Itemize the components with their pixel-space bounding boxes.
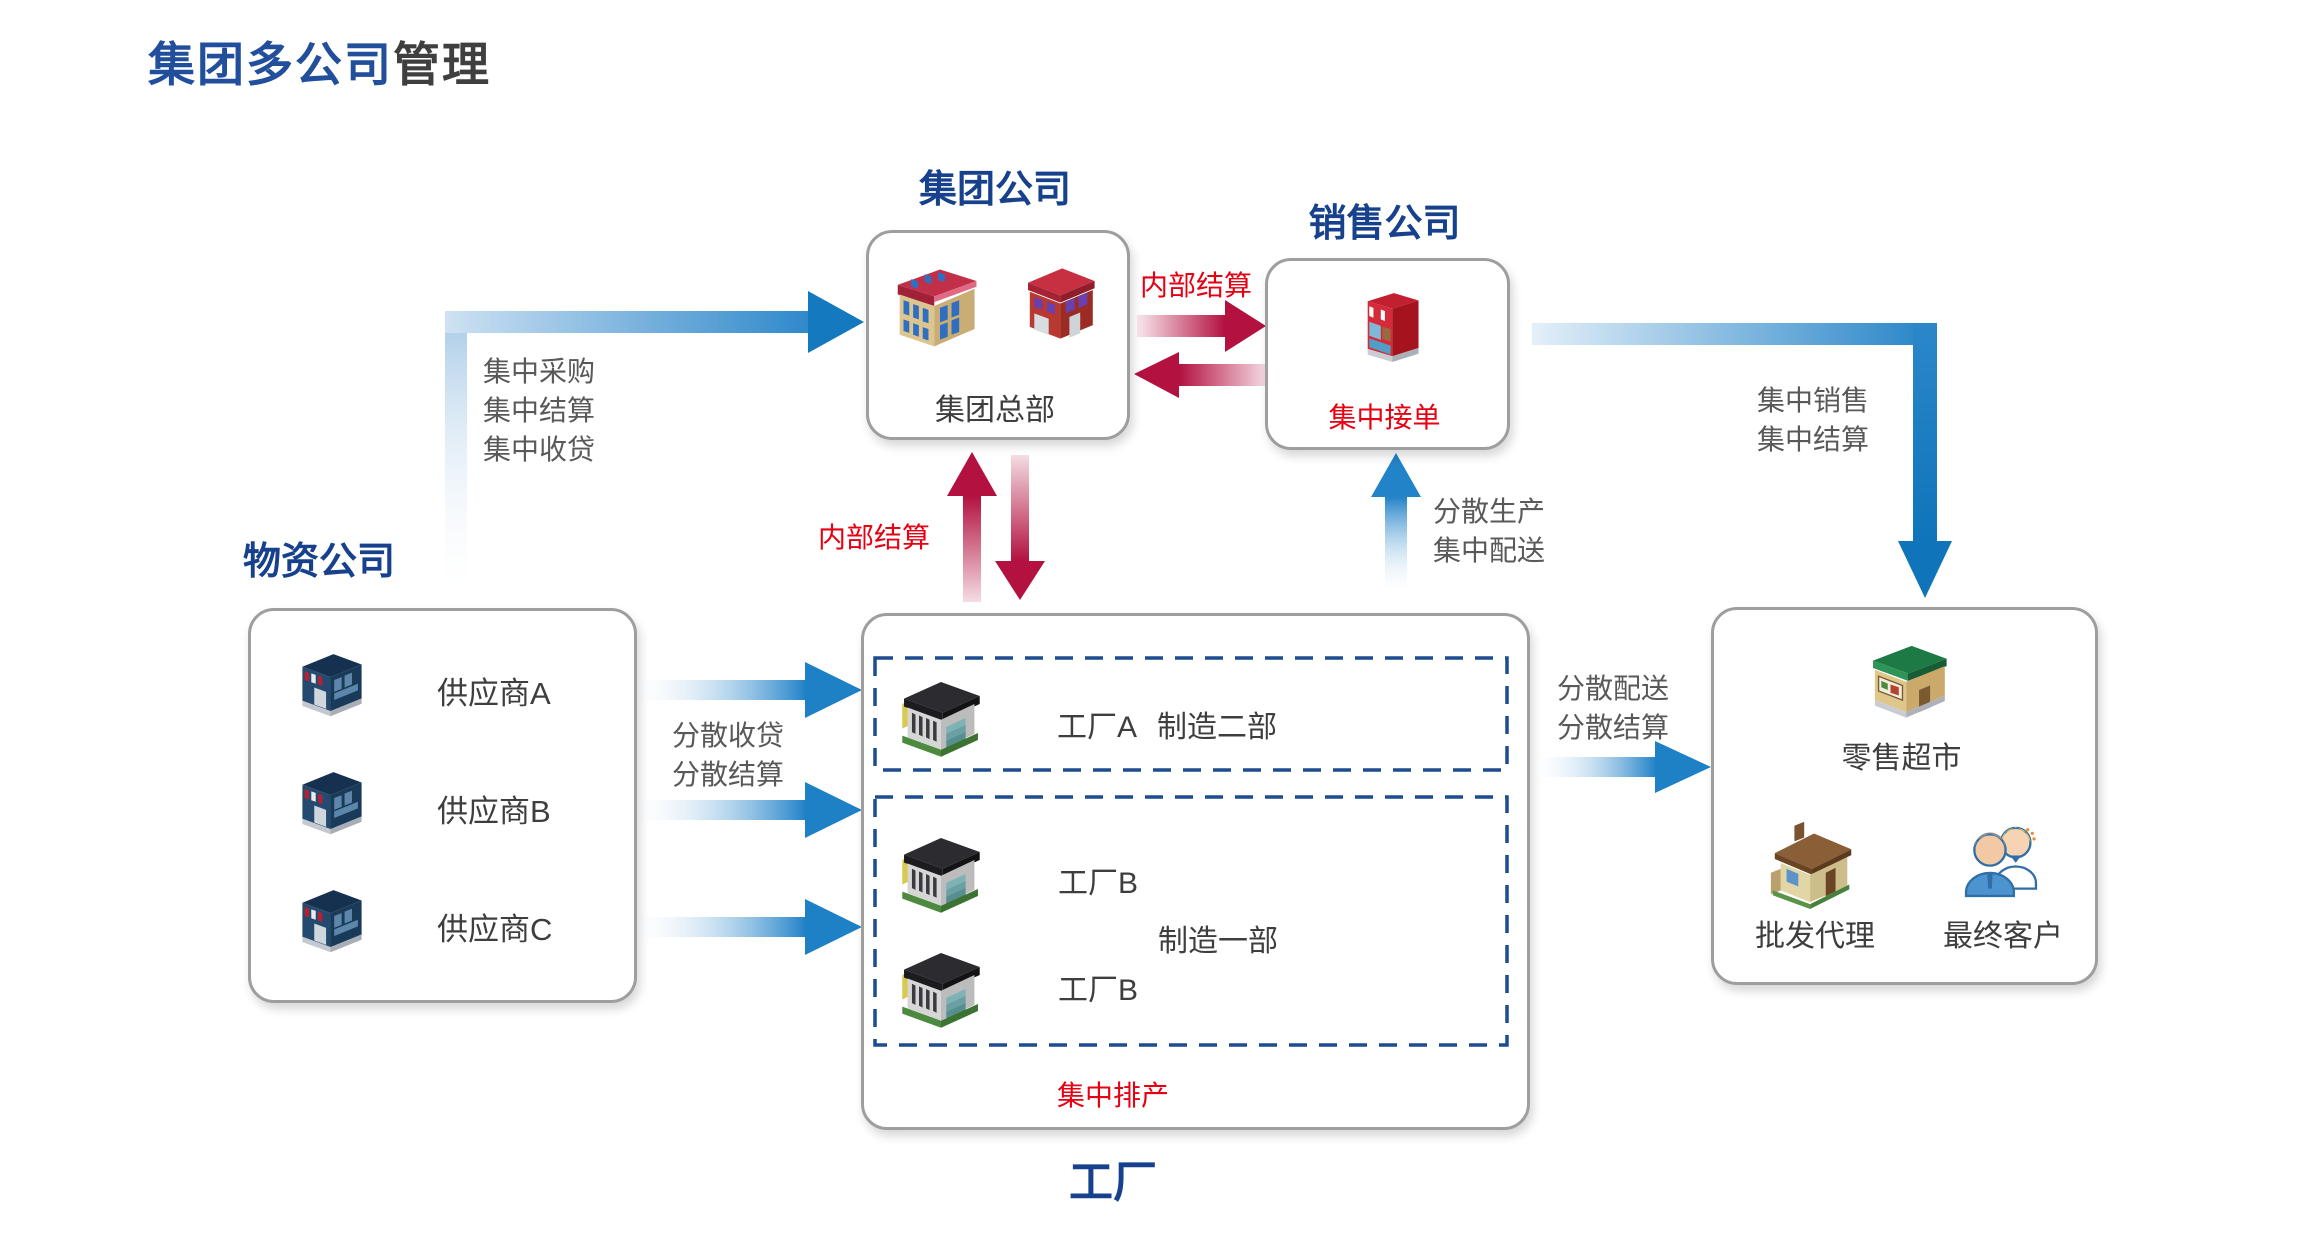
supplier-a-label: 供应商A [437, 676, 551, 711]
supplier-c-label: 供应商C [437, 912, 553, 947]
flow-label-line: 分散配送 [1557, 673, 1670, 704]
arrow-group-to-sales [1137, 300, 1266, 352]
flow-label-line: 集中结算 [1757, 424, 1870, 455]
wholesale-label: 批发代理 [1755, 920, 1875, 953]
supplier-shop-icon [295, 876, 369, 962]
arrow-factory-to-sales [1371, 453, 1421, 597]
house-icon [1765, 812, 1863, 910]
dept-1-label: 制造一部 [1158, 925, 1278, 958]
factory-heading: 工厂 [1069, 1158, 1157, 1207]
page-title-highlight: 集团多公司 [148, 38, 393, 91]
sales-to-retail-labels: 集中销售 集中结算 [1757, 381, 1869, 459]
group-hq-caption: 集团总部 [935, 394, 1055, 427]
arrow-suppliers-to-group [445, 291, 864, 604]
flow-label-line: 集中销售 [1757, 385, 1870, 416]
arrow-supplier-c-to-factory [637, 899, 862, 955]
suppliers-to-factory-labels: 分散收贷 分散结算 [672, 716, 784, 794]
supplier-shop-icon [295, 758, 369, 844]
flow-label-line: 集中配送 [1433, 535, 1546, 566]
customer-label: 最终客户 [1943, 920, 2063, 953]
factory-b1-label: 工厂B [1058, 867, 1139, 900]
arrow-sales-to-group [1134, 352, 1272, 398]
page-title-rest: 管理 [393, 38, 491, 91]
office-building-icon [890, 258, 990, 354]
supermarket-label: 零售超市 [1841, 742, 1962, 775]
factory-building-icon [897, 662, 985, 767]
materials-company-heading: 物资公司 [243, 541, 396, 583]
flow-label-line: 集中采购 [483, 356, 596, 387]
factory-to-retail-labels: 分散配送 分散结算 [1557, 669, 1669, 747]
factory-a-label: 工厂A [1057, 711, 1138, 744]
suppliers-to-group-labels: 集中采购 集中结算 集中收贷 [483, 352, 595, 469]
arrow-supplier-b-to-factory [637, 782, 862, 838]
dept-2-label: 制造二部 [1157, 711, 1277, 744]
group-factory-settlement-label: 内部结算 [818, 522, 931, 553]
arrow-factory-to-retail [1537, 741, 1711, 793]
supplier-shop-icon [295, 640, 369, 726]
flow-label-line: 分散生产 [1433, 496, 1546, 527]
factory-caption: 集中排产 [1056, 1080, 1169, 1111]
supermarket-icon [1862, 628, 1954, 730]
arrow-factory-to-group [947, 452, 997, 602]
storefront-icon [1348, 282, 1430, 378]
arrow-sales-to-retail [1532, 323, 1952, 598]
flow-label-line: 分散收贷 [672, 720, 785, 751]
sales-caption: 集中接单 [1328, 402, 1441, 433]
flow-label-line: 集中收贷 [483, 434, 596, 465]
page-title: 集团多公司管理 [148, 26, 491, 95]
arrow-supplier-a-to-factory [637, 662, 862, 718]
red-house-icon [1018, 254, 1110, 344]
supplier-b-label: 供应商B [437, 794, 551, 829]
flow-label-line: 分散结算 [672, 759, 785, 790]
factory-to-sales-labels: 分散生产 集中配送 [1433, 492, 1545, 570]
sales-company-heading: 销售公司 [1308, 203, 1461, 245]
arrow-group-to-factory [995, 455, 1045, 600]
factory-b2-label: 工厂B [1058, 974, 1139, 1007]
factory-building-icon [897, 933, 985, 1038]
customers-icon [1952, 815, 2050, 907]
flow-label-line: 分散结算 [1557, 712, 1670, 743]
group-sales-settlement-label: 内部结算 [1140, 270, 1253, 301]
factory-building-icon [897, 818, 985, 923]
group-company-heading: 集团公司 [918, 169, 1071, 211]
flow-label-line: 集中结算 [483, 395, 596, 426]
